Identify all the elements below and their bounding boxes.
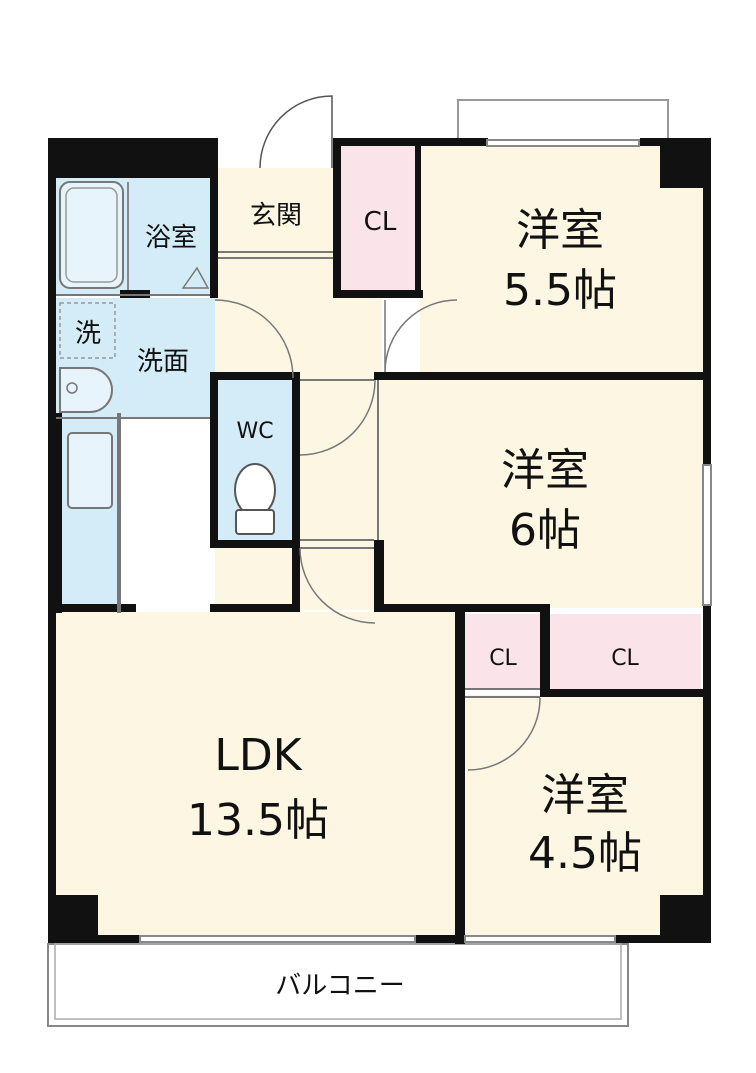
balcony-area — [47, 943, 629, 1027]
bedroom-b-name: 洋室 — [501, 445, 589, 496]
bedroom-a-floor — [420, 145, 705, 375]
bathtub-inner — [65, 187, 118, 283]
bedroom-a-window-frame — [457, 99, 669, 146]
closet-c-right-floor — [549, 614, 701, 689]
partitions — [56, 251, 540, 698]
closet-c-right-label: CL — [611, 646, 639, 671]
sink-drain-icon — [66, 382, 78, 394]
bedroom-a-name: 洋室 — [516, 205, 604, 256]
entrance-floor — [218, 178, 333, 260]
entrance-label: 玄関 — [250, 201, 302, 231]
bathtub-icon — [59, 181, 124, 289]
ldk-floor — [55, 612, 460, 935]
walls — [48, 138, 711, 944]
ldk-size: 13.5帖 — [187, 795, 329, 846]
washer-label: 洗 — [75, 319, 101, 349]
toilet-bowl-icon — [234, 463, 276, 517]
sink-icon — [59, 367, 113, 413]
balcony-label: バルコニー — [275, 971, 404, 1001]
bedroom-b-floor — [382, 380, 707, 608]
closet-entrance-label: CL — [364, 207, 397, 237]
bedroom-c-name: 洋室 — [541, 770, 629, 821]
hall-floor-2 — [292, 258, 382, 610]
bathroom-label: 浴室 — [145, 223, 197, 253]
entrance-door-swing — [259, 95, 333, 169]
bath-drain-icon — [181, 266, 210, 289]
bedroom-a-size: 5.5帖 — [503, 265, 617, 316]
bedroom-c-size: 4.5帖 — [528, 828, 642, 879]
washer-space-icon — [59, 302, 116, 359]
bedroom-b-size: 6帖 — [509, 505, 581, 556]
kitchen-sink-icon — [67, 432, 113, 509]
balcony-rail — [54, 943, 622, 1020]
ldk-name: LDK — [214, 730, 302, 781]
washroom-label: 洗面 — [137, 347, 189, 377]
closet-c-left-floor — [465, 614, 543, 689]
closet-entrance-floor — [340, 145, 420, 293]
door-swings — [214, 299, 541, 771]
toilet-tank-icon — [235, 509, 275, 535]
closet-c-left-label: CL — [489, 646, 517, 671]
windows — [139, 139, 712, 943]
toilet-label: WC — [236, 419, 273, 444]
